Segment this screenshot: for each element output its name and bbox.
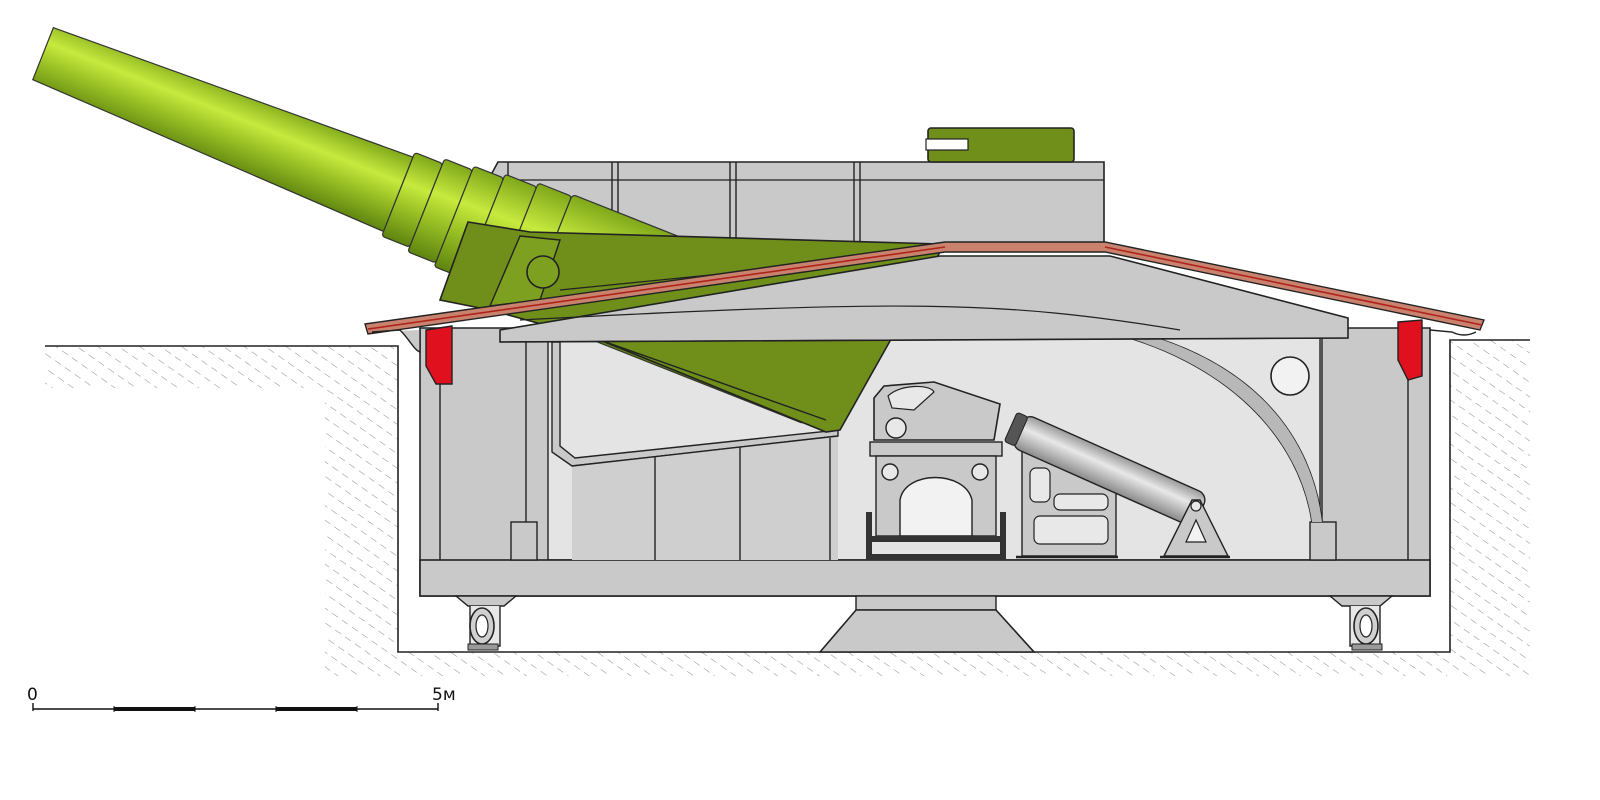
sight-hood bbox=[925, 127, 1075, 163]
left-edge-bracket bbox=[371, 325, 453, 385]
scale-segment bbox=[114, 707, 195, 711]
scale-bar: 0 5м bbox=[27, 685, 456, 712]
ground-left bbox=[45, 340, 1530, 676]
central-pivot bbox=[818, 595, 1036, 653]
rear-arc-frame bbox=[1099, 327, 1323, 523]
left-roller bbox=[454, 595, 518, 651]
shell-rammer bbox=[1004, 412, 1230, 559]
loading-mechanism bbox=[866, 381, 1006, 560]
rear-port bbox=[1270, 356, 1310, 396]
loading-tray bbox=[551, 341, 839, 560]
scale-end-label: 5м bbox=[432, 685, 456, 705]
scale-start-label: 0 bbox=[27, 685, 38, 705]
scale-segment bbox=[276, 707, 357, 711]
right-edge-bracket bbox=[1397, 319, 1477, 381]
trunnion bbox=[526, 255, 560, 289]
roof-plate bbox=[364, 241, 1485, 343]
right-roller bbox=[1328, 595, 1394, 651]
